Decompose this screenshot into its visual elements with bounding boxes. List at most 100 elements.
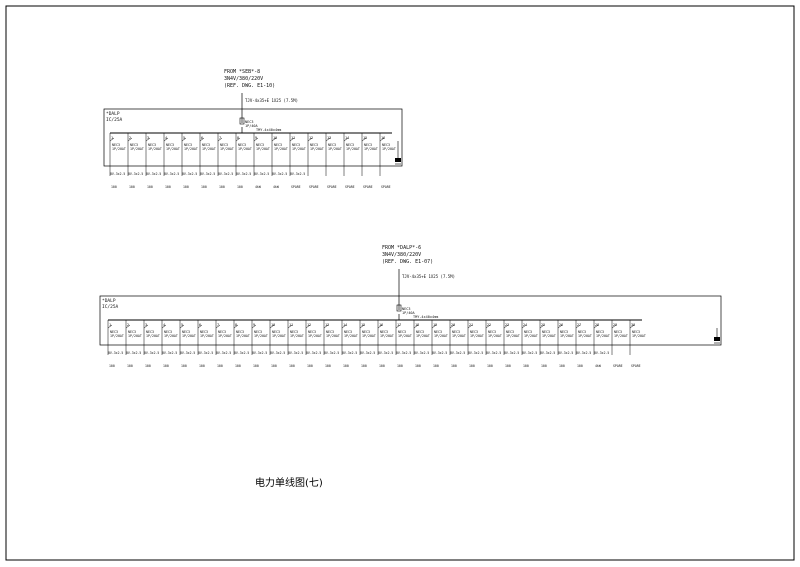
breaker-contact	[235, 137, 241, 142]
breaker-type: NEC3	[506, 330, 514, 334]
circuit-load: SPARE	[291, 185, 301, 189]
breaker-type: NEC3	[364, 143, 372, 147]
breaker-rating: 1P/20AT	[326, 334, 340, 338]
breaker-contact	[307, 137, 313, 142]
circuit-load: SPARE	[327, 185, 337, 189]
way-number: 10	[273, 136, 277, 140]
circuit-cable: BV-3x2.5	[414, 351, 429, 355]
breaker-rating: 1P/20AT	[256, 147, 270, 151]
circuit-cable: BV-3x2.5	[288, 351, 303, 355]
breaker-contact	[289, 137, 295, 142]
breaker-contact	[539, 324, 545, 329]
way-number: 25	[541, 323, 545, 327]
breaker-type: NEC3	[256, 143, 264, 147]
breaker-type: NEC3	[184, 143, 192, 147]
circuit-load: 100	[111, 185, 117, 189]
way-number: 28	[595, 323, 599, 327]
sheet-border	[5, 5, 795, 561]
breaker-rating: 1P/20AT	[560, 334, 574, 338]
main-breaker-symbol	[239, 117, 245, 125]
way-number: 8	[235, 323, 237, 327]
breaker-contact	[251, 324, 257, 329]
breaker-contact	[449, 324, 455, 329]
breaker-rating: 1P/20AT	[166, 147, 180, 151]
breaker-contact	[593, 324, 599, 329]
breaker-rating: 1P/20AT	[398, 334, 412, 338]
circuit-load: 100	[487, 364, 493, 368]
breaker-rating: 1P/20AT	[274, 147, 288, 151]
breaker-rating: 1P/20AT	[164, 334, 178, 338]
circuit-load: 100	[469, 364, 475, 368]
circuit-load: 100	[325, 364, 331, 368]
way-number: 7	[217, 323, 219, 327]
breaker-type: NEC3	[218, 330, 226, 334]
circuit-cable: BV-3x2.5	[558, 351, 573, 355]
circuit-cable: BV-3x2.5	[180, 351, 195, 355]
breaker-contact	[343, 137, 349, 142]
circuit-cable: BV-3x2.5	[146, 172, 161, 176]
breaker-type: NEC3	[130, 143, 138, 147]
breaker-contact	[431, 324, 437, 329]
source-line-3: (REF. DWG. E1-07)	[382, 259, 433, 265]
breaker-type: NEC3	[596, 330, 604, 334]
breaker-type: NEC3	[328, 143, 336, 147]
circuit-cable: BV-3x2.5	[396, 351, 411, 355]
source-line-1: FROM *DALP*-6	[382, 245, 421, 251]
breaker-type: NEC3	[578, 330, 586, 334]
breaker-contact	[197, 324, 203, 329]
breaker-type: NEC3	[310, 143, 318, 147]
circuit-load: 100	[397, 364, 403, 368]
circuit-cable: BV-3x2.5	[540, 351, 555, 355]
breaker-type: NEC3	[128, 330, 136, 334]
breaker-type: NEC3	[182, 330, 190, 334]
breaker-contact	[521, 324, 527, 329]
breaker-type: NEC3	[416, 330, 424, 334]
way-number: 19	[433, 323, 437, 327]
earth-terminal-icon	[714, 337, 720, 341]
breaker-rating: 1P/20AT	[236, 334, 250, 338]
way-number: 3	[145, 323, 147, 327]
breaker-type: NEC3	[202, 143, 210, 147]
breaker-rating: 1P/20AT	[470, 334, 484, 338]
circuit-load: 100	[307, 364, 313, 368]
breaker-contact	[161, 324, 167, 329]
way-number: 12	[307, 323, 311, 327]
breaker-rating: 1P/20AT	[542, 334, 556, 338]
way-number: 21	[469, 323, 473, 327]
breaker-contact	[361, 137, 367, 142]
way-number: 4	[165, 136, 167, 140]
breaker-contact	[323, 324, 329, 329]
circuit-cable: BV-3x2.5	[200, 172, 215, 176]
breaker-rating: 1P/20AT	[110, 334, 124, 338]
breaker-contact	[233, 324, 239, 329]
breaker-rating: 1P/20AT	[578, 334, 592, 338]
board-rating: IC/25A	[102, 304, 119, 310]
circuit-cable: BV-3x2.5	[126, 351, 141, 355]
earth-terminal-icon	[395, 158, 401, 162]
way-number: 16	[379, 323, 383, 327]
way-number: 1	[109, 323, 111, 327]
circuit-cable: BV-3x2.5	[576, 351, 591, 355]
board-name: *DALP	[106, 111, 120, 117]
breaker-rating: 1P/20AT	[292, 147, 306, 151]
circuit-load: 100	[183, 185, 189, 189]
circuit-load: 100	[201, 185, 207, 189]
circuit-load: 4kW	[273, 185, 279, 189]
breaker-rating: 1P/20AT	[380, 334, 394, 338]
busbar-label: TMY-4x40x4mm	[413, 315, 438, 319]
breaker-contact	[269, 324, 275, 329]
feeder-cable-label: TJV-4x35+E 1X25 (7.5M)	[245, 98, 298, 103]
breaker-type: NEC3	[614, 330, 622, 334]
